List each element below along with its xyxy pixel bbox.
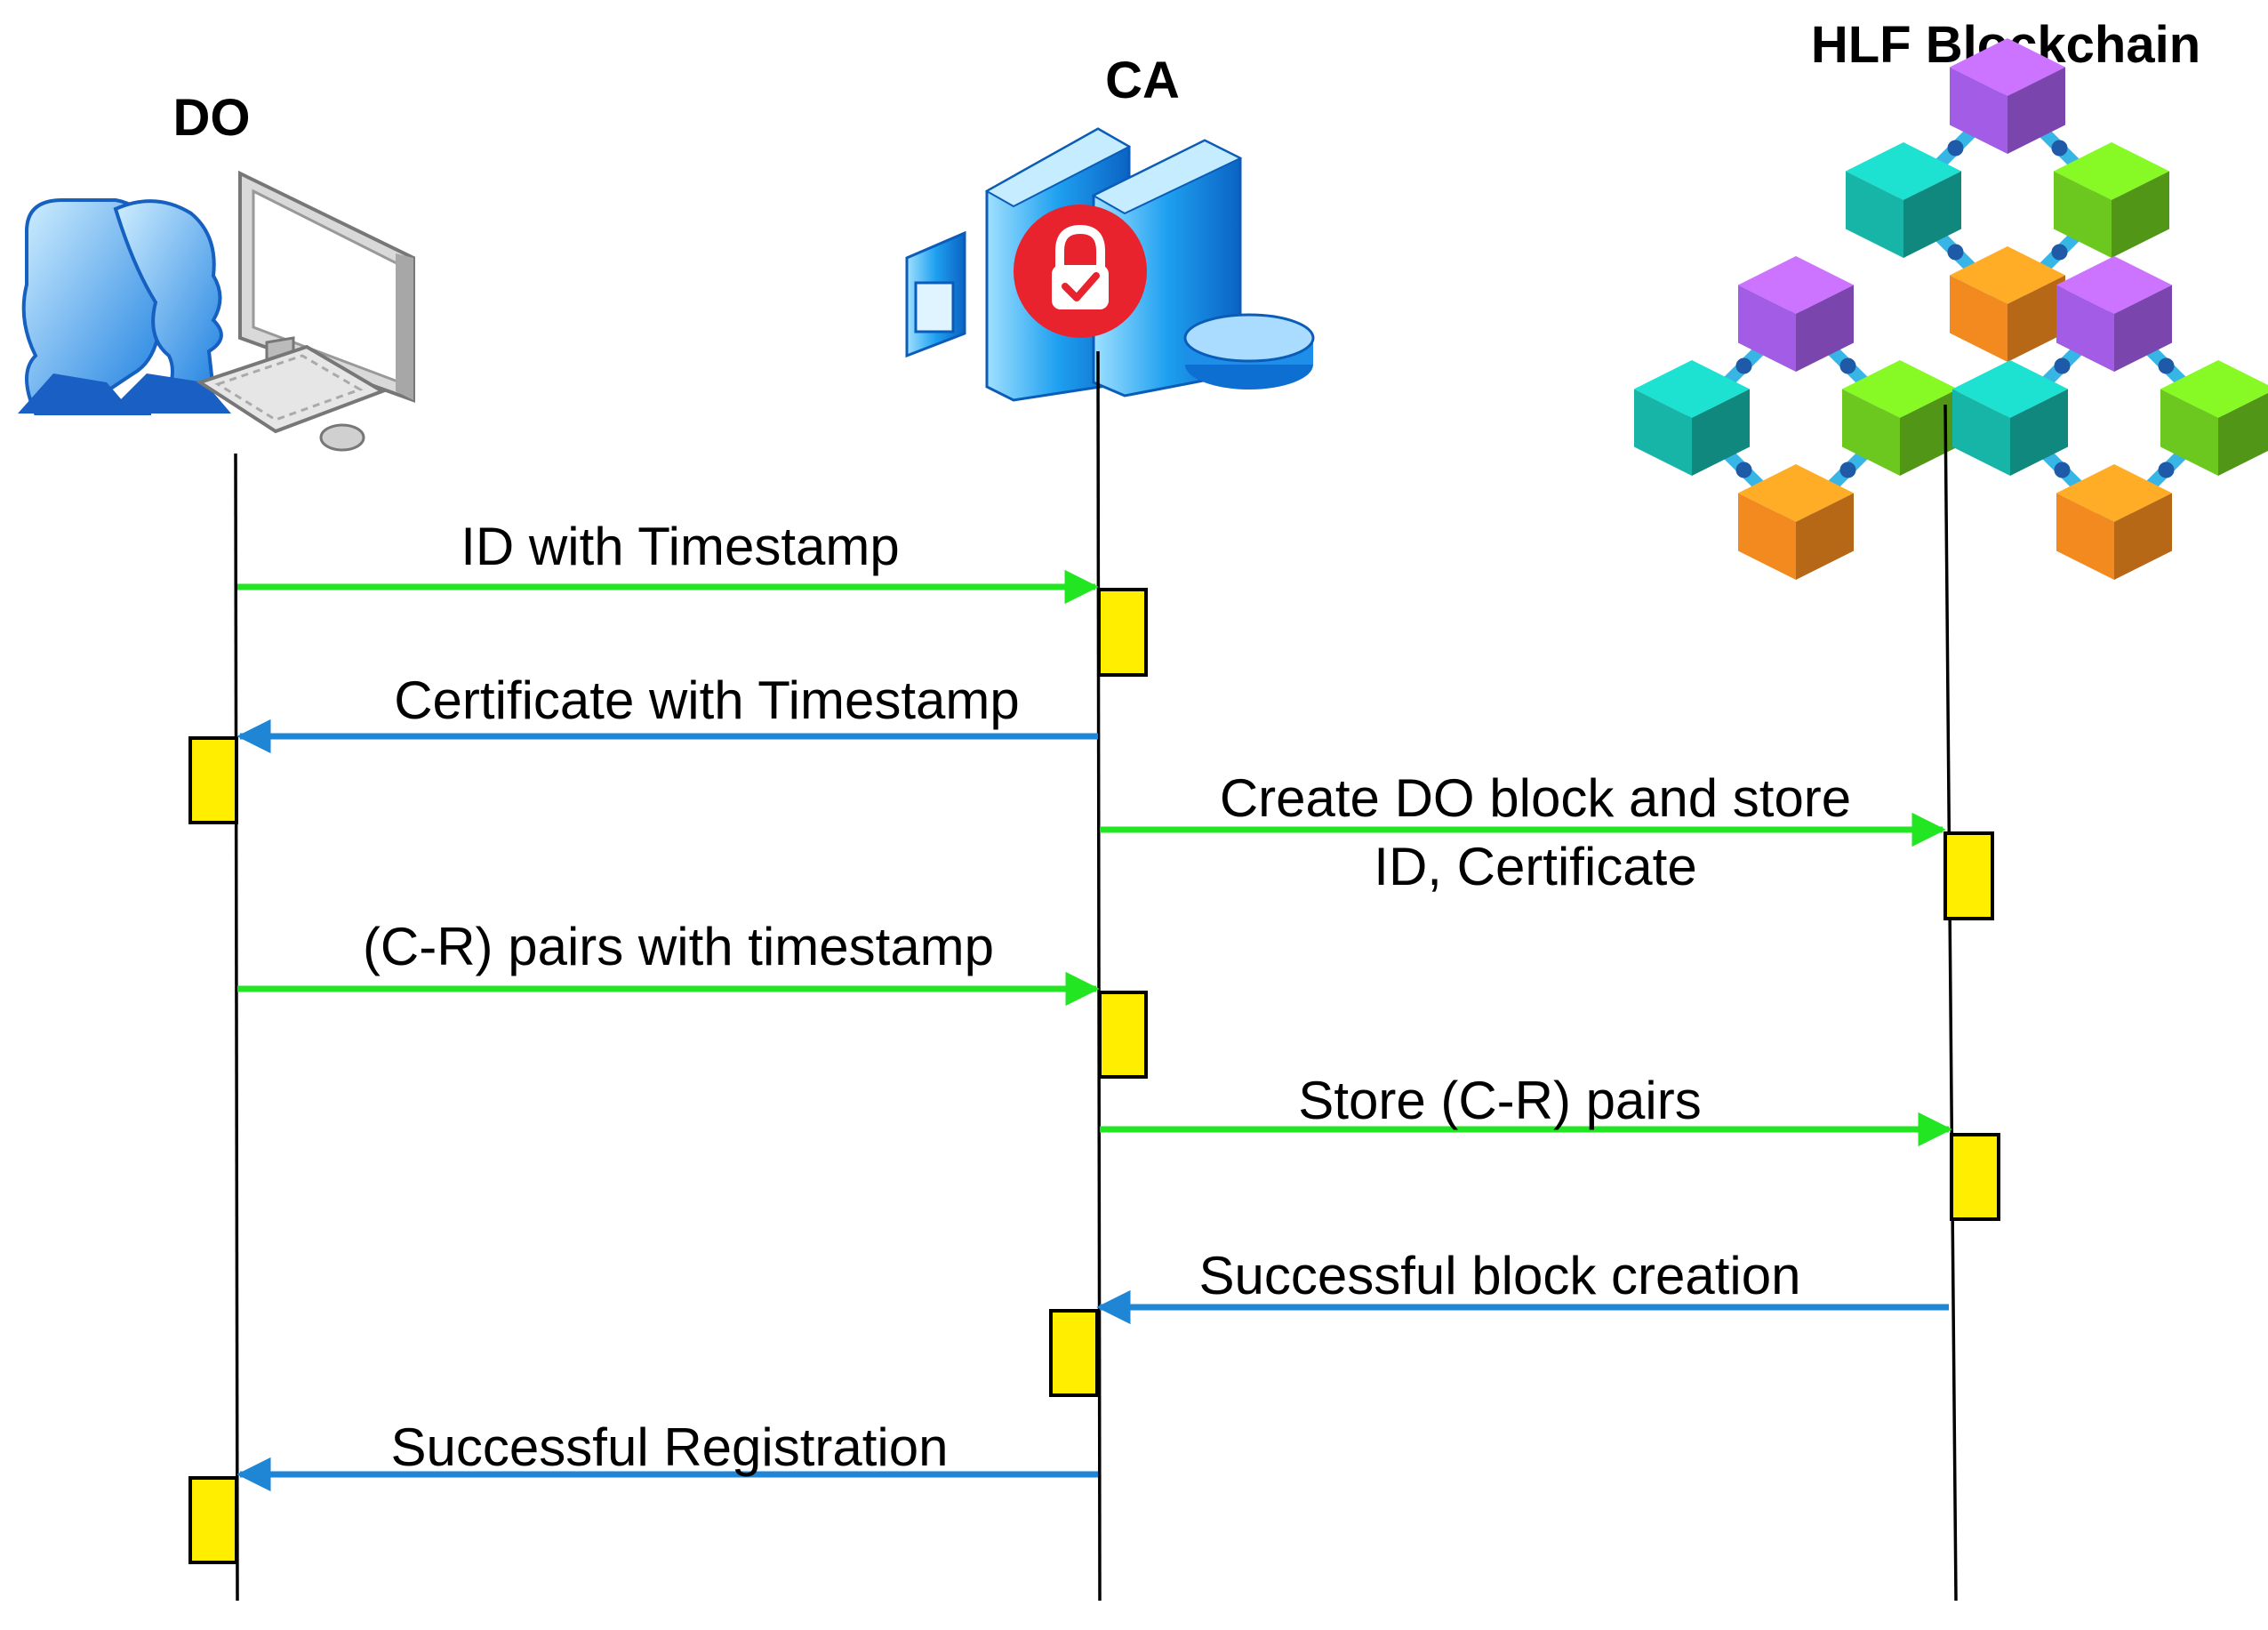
block-link-node [1839,357,1856,374]
block-cube-face [1903,171,1961,258]
blockchain-network-icon [1634,38,2268,580]
block-cube-face [1634,389,1692,476]
message-store-cr-pairs: Store (C-R) pairs [1100,1071,1952,1147]
actor-title-do: DO [173,89,251,147]
message-id-with-timestamp: ID with Timestamp [237,517,1099,605]
block-cube-face [2010,389,2068,476]
block-link-node [2158,462,2175,478]
block-cube-face [1950,275,2008,362]
block-link-node [1735,357,1752,374]
block-cube-face [1952,389,2010,476]
lifeline-do [234,453,239,1602]
message-successful-registration: Successful Registration [236,1417,1098,1492]
block-link-node [2051,140,2068,157]
message-label: (C-R) pairs with timestamp [363,917,994,976]
message-label: Successful Registration [391,1417,949,1477]
block-link-node [1839,462,1856,478]
actor-title-ca: CA [1105,52,1180,109]
block-cube-face [1846,171,1903,258]
block-link-node [1947,244,1964,261]
block-cube-face [1950,67,2008,154]
block-cube-face [2114,493,2172,580]
block-cube-face [2218,393,2268,476]
activation-box [1097,588,1148,677]
message-label: Store (C-R) pairs [1298,1071,1701,1130]
activation-box [1098,991,1148,1079]
message-certificate-with-timestamp: Certificate with Timestamp [236,670,1098,754]
activation-box [1950,1133,2000,1221]
message-successful-block-creation: Successful block creation [1096,1246,1949,1325]
activation-box [1049,1309,1099,1397]
message-label: ID with Timestamp [461,517,899,576]
message-label-line2: ID, Certificate [1374,837,1696,896]
block-cube-face [2056,493,2114,580]
block-cube-face [1796,285,1854,372]
block-cube-face [2114,285,2172,372]
activation-box [188,1476,238,1564]
block-cube-face [2056,285,2114,372]
block-cube-face [2008,67,2065,154]
block-cube-face [2112,171,2169,258]
block-cube-face [1738,285,1796,372]
block-cube-face [1796,493,1854,580]
message-label: Successful block creation [1199,1246,1801,1305]
message-label: Certificate with Timestamp [394,670,1020,730]
block-cube-face [1900,389,1958,476]
activation-box [1943,831,1994,920]
block-cube-face [2008,275,2065,362]
block-cube-face [1692,389,1750,476]
block-cube-face [1842,389,1900,476]
block-link-node [2158,357,2175,374]
block-cube-face [2160,360,2268,418]
message-cr-pairs-with-timestamp: (C-R) pairs with timestamp [237,917,1100,1007]
activation-box [188,736,238,824]
block-link-node [2054,462,2071,478]
block-link-node [1735,462,1752,478]
block-cube-face [1738,493,1796,580]
lifeline-hlf [1943,404,1958,1602]
block-link-node [1947,140,1964,157]
message-create-do-block: Create DO block and store ID, Certificat… [1100,768,1946,896]
user-computer-icon [18,170,415,452]
message-label: Create DO block and store [1220,768,1851,828]
lifeline-ca [1096,350,1102,1602]
block-cube-face [2054,171,2112,258]
block-link-node [2051,244,2068,261]
block-link-node [2054,357,2071,374]
server-lock-icon [905,127,1315,402]
block-cube-face [2160,389,2218,476]
